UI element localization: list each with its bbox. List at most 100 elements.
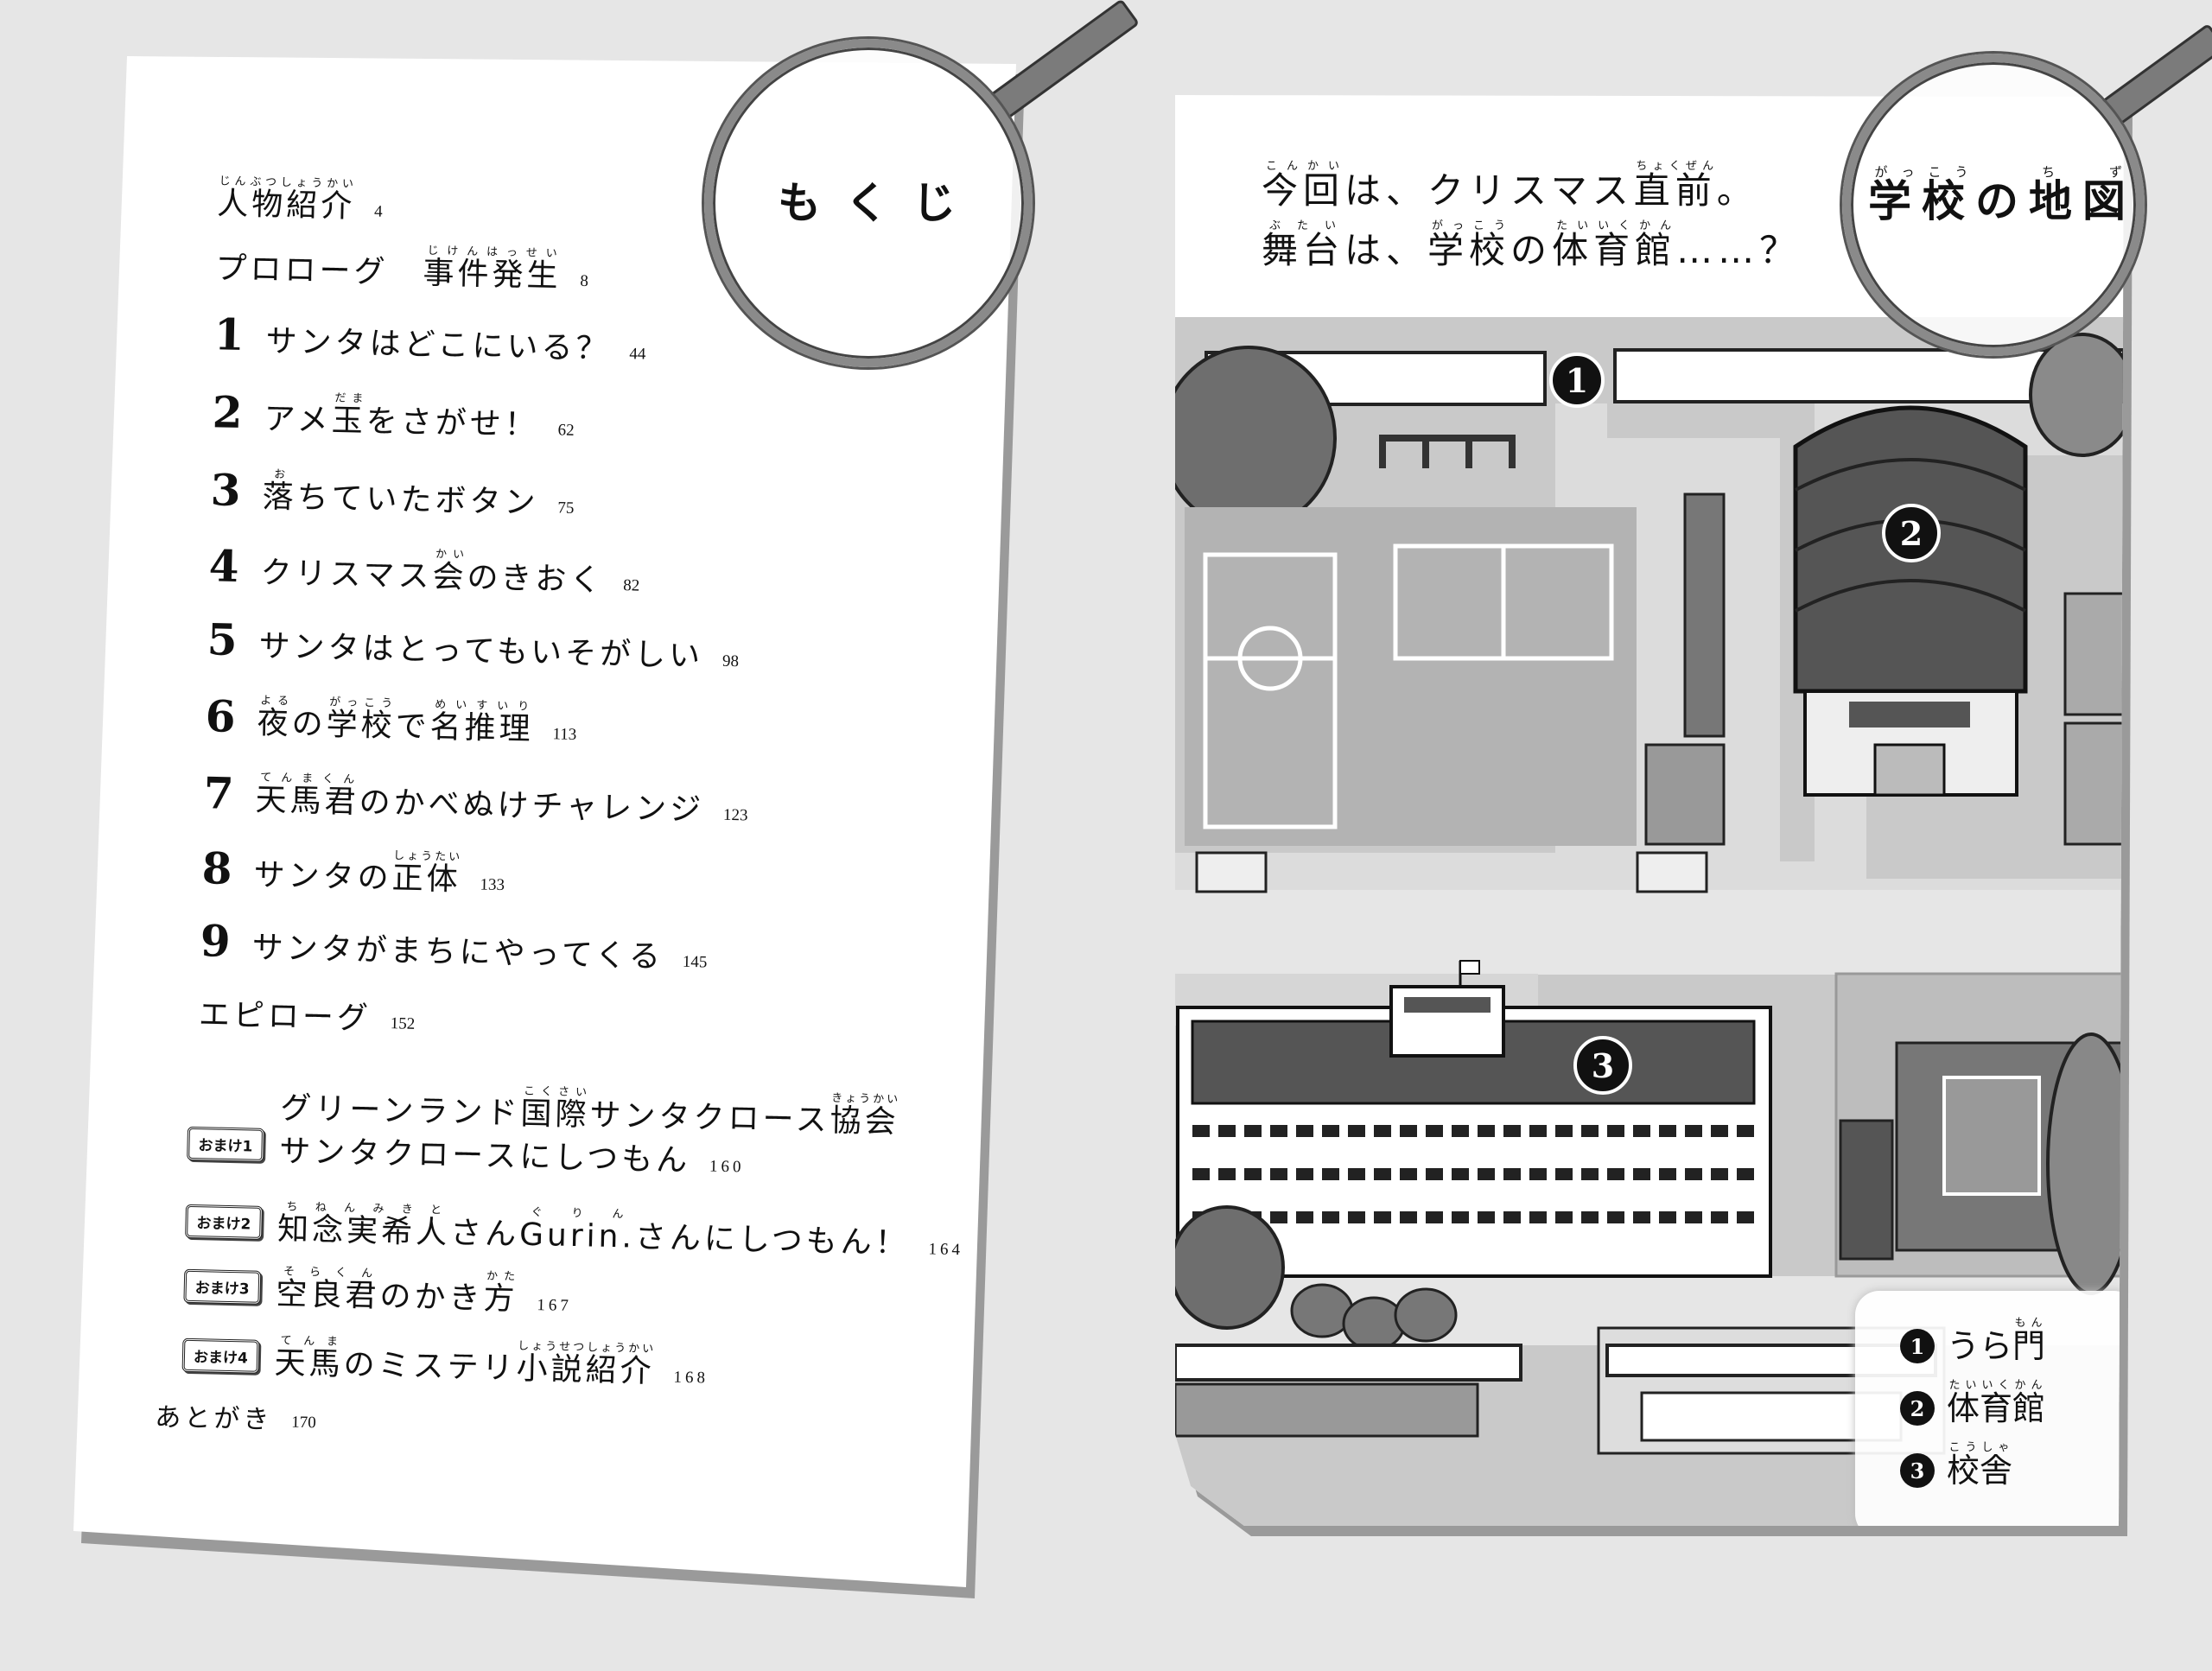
chapter-title: サンタの正体しょうたい: [253, 847, 461, 898]
toc-entry[interactable]: 7 天馬君てんまくんのかべぬけチャレンジ 123: [203, 767, 748, 829]
map-marker-3[interactable]: 3: [1573, 1036, 1632, 1095]
chapter-number: 9: [200, 915, 232, 967]
furigana: かた: [483, 1269, 519, 1284]
tree-icon: [2029, 333, 2124, 457]
map-marker-2[interactable]: 2: [1882, 504, 1941, 562]
window: [1426, 1125, 1443, 1137]
text-segment: のかき: [379, 1278, 484, 1317]
chapter-title: 天馬君てんまくんのかべぬけチャレンジ: [255, 772, 705, 829]
toc-entry[interactable]: 8 サンタの正体しょうたい 133: [201, 842, 505, 898]
window: [1737, 1168, 1754, 1180]
tree-icon: [1175, 346, 1337, 531]
chapter-title: サンタがまちにやってくる: [251, 930, 664, 975]
window: [1478, 1211, 1495, 1223]
window: [1452, 1211, 1469, 1223]
ruby-text: 会かい: [431, 548, 468, 596]
chapter-number: 3: [210, 464, 242, 517]
text-segment: サンタはどこにいる？: [265, 323, 611, 367]
text-segment: の: [1975, 176, 2029, 226]
window: [1192, 1168, 1210, 1180]
window: [1503, 1211, 1521, 1223]
magnifier-lens-toc: [704, 39, 1033, 367]
window: [1426, 1211, 1443, 1223]
window: [1607, 1211, 1624, 1223]
tree-icon: [1175, 1205, 1285, 1330]
extra-title-line: 知念実希人ちねんみきとさんGurin.ぐりんさんにしつもん！164: [277, 1200, 964, 1261]
window: [1244, 1125, 1262, 1137]
chapter-number: 7: [203, 767, 235, 819]
furigana: だま: [332, 391, 367, 406]
window: [1711, 1211, 1728, 1223]
toc-title: もくじ: [778, 168, 980, 231]
ruby-text: 地図ちず: [2029, 164, 2136, 226]
page-number: 113: [552, 725, 577, 744]
window: [1348, 1211, 1365, 1223]
window: [1529, 1168, 1547, 1180]
ruby-text: 舞台ぶたい: [1262, 219, 1345, 272]
extra-title: 天馬てんまのミステリ小説紹介しょうせつしょうかい168: [274, 1334, 709, 1389]
window: [1685, 1211, 1702, 1223]
ruby-text: 夜よる: [257, 694, 293, 742]
ruby-text: 校舎こうしゃ: [1947, 1441, 2013, 1490]
window: [1322, 1125, 1339, 1137]
ruby-text: 知念実希人ちねんみきと: [276, 1200, 451, 1251]
ruby-text: 落お: [262, 467, 298, 516]
text-segment: のきおく: [466, 560, 605, 599]
magnifier-handle: [984, 0, 1141, 124]
window: [1452, 1125, 1469, 1137]
page-number: 133: [480, 875, 505, 895]
ruby-text: 体育館たいいくかん: [1947, 1379, 2046, 1427]
text-segment: をさがせ！: [365, 403, 540, 443]
ruby-text: 事件発生じけんはっせい: [423, 244, 563, 295]
furigana: たいいくかん: [1947, 1379, 2046, 1392]
page-number: 123: [722, 805, 748, 825]
chapter-title: クリスマス会かいのきおく: [260, 544, 605, 599]
ruby-text: 協会きょうかい: [830, 1091, 900, 1140]
magnifier-handle: [2099, 22, 2212, 128]
window: [1581, 1211, 1599, 1223]
window: [1270, 1125, 1287, 1137]
page-number: 8: [580, 271, 589, 291]
furigana: じんぶつしょうかい: [217, 175, 356, 191]
window: [1452, 1168, 1469, 1180]
window: [1374, 1168, 1391, 1180]
window: [1711, 1125, 1728, 1137]
map-marker-1[interactable]: 1: [1549, 353, 1605, 408]
chapter-number: 2: [212, 386, 244, 439]
window: [1659, 1168, 1676, 1180]
page-number: 160: [709, 1157, 745, 1177]
window: [1374, 1125, 1391, 1137]
window: [1400, 1125, 1417, 1137]
window: [1322, 1211, 1339, 1223]
ruby-text: 天馬てんま: [274, 1334, 345, 1383]
ruby-text: 学校がっこう: [326, 696, 397, 745]
furigana: ちず: [2029, 164, 2136, 180]
window: [1400, 1211, 1417, 1223]
window: [1218, 1168, 1236, 1180]
window: [1555, 1168, 1573, 1180]
furigana: こくさい: [520, 1084, 591, 1100]
chapter-number: 5: [207, 613, 238, 665]
main-road: [1175, 890, 2124, 975]
extra-title-line: 天馬てんまのミステリ小説紹介しょうせつしょうかい168: [274, 1334, 709, 1389]
window: [1607, 1168, 1624, 1180]
chapter-number: 8: [201, 842, 233, 894]
window: [1659, 1211, 1676, 1223]
